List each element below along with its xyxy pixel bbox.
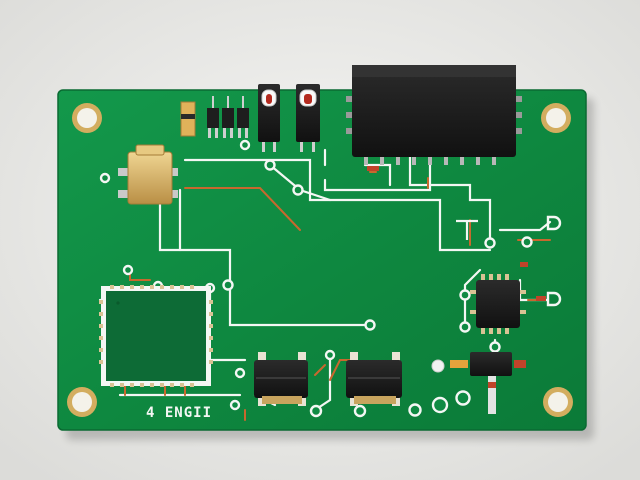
mosfet-pair [258, 84, 320, 152]
smd-red-2 [520, 262, 528, 267]
mounting-hole-bottom-right [543, 387, 573, 417]
soic-chip-right [346, 352, 402, 406]
header-pins [346, 96, 522, 134]
header-bottom-pins [364, 157, 496, 165]
side-pads [546, 215, 562, 307]
black-header-connector [346, 65, 522, 165]
square-chip-pins [99, 285, 213, 387]
t-mark [456, 219, 478, 240]
transistor-row [207, 96, 249, 138]
amber-capacitor [180, 101, 196, 137]
white-led [431, 359, 445, 373]
mounting-hole-bottom-left [67, 387, 97, 417]
mounting-hole-top-right [541, 103, 571, 133]
soic-chip-left [254, 352, 308, 406]
square-chip [99, 285, 213, 387]
diode-component [450, 352, 526, 414]
vias [99, 139, 533, 418]
gold-component [118, 144, 178, 205]
smd-red-1 [536, 296, 546, 301]
right-ic [470, 274, 526, 334]
red-resistor [367, 166, 379, 171]
mounting-hole-top-left [72, 103, 102, 133]
mounting-holes [67, 103, 573, 417]
silkscreen-label: 4 ENGII [146, 405, 212, 421]
